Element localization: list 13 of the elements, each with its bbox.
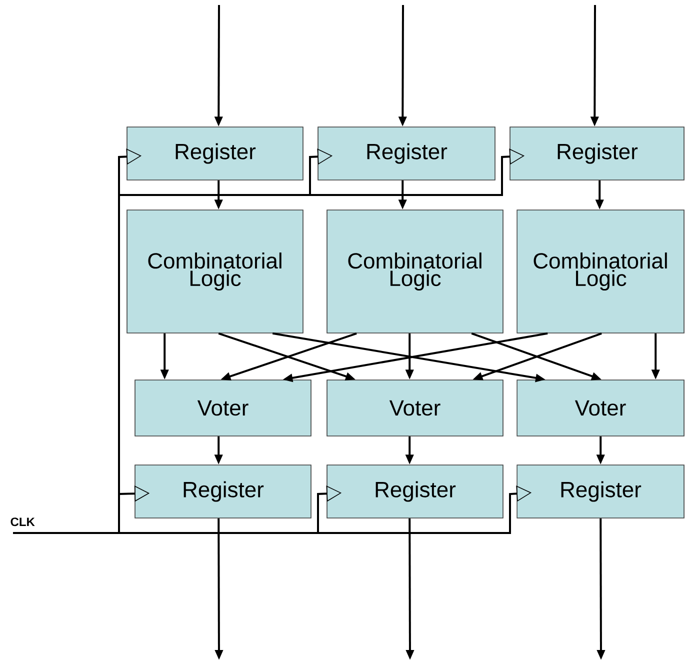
- register-box: Register: [318, 126, 496, 180]
- clock-label: CLK: [10, 518, 35, 526]
- register-box: Register: [510, 126, 684, 180]
- register-box: Register: [134, 464, 312, 518]
- register-box: Register: [126, 126, 304, 180]
- register-box: Register: [326, 464, 504, 518]
- voter-box: Voter: [134, 380, 312, 436]
- voter-box: Voter: [326, 380, 504, 436]
- logic-box: Combinatorial Logic: [516, 210, 684, 334]
- logic-box: Combinatorial Logic: [126, 210, 304, 334]
- register-box: Register: [516, 464, 684, 518]
- voter-box: Voter: [516, 380, 684, 436]
- logic-box: Combinatorial Logic: [326, 210, 504, 334]
